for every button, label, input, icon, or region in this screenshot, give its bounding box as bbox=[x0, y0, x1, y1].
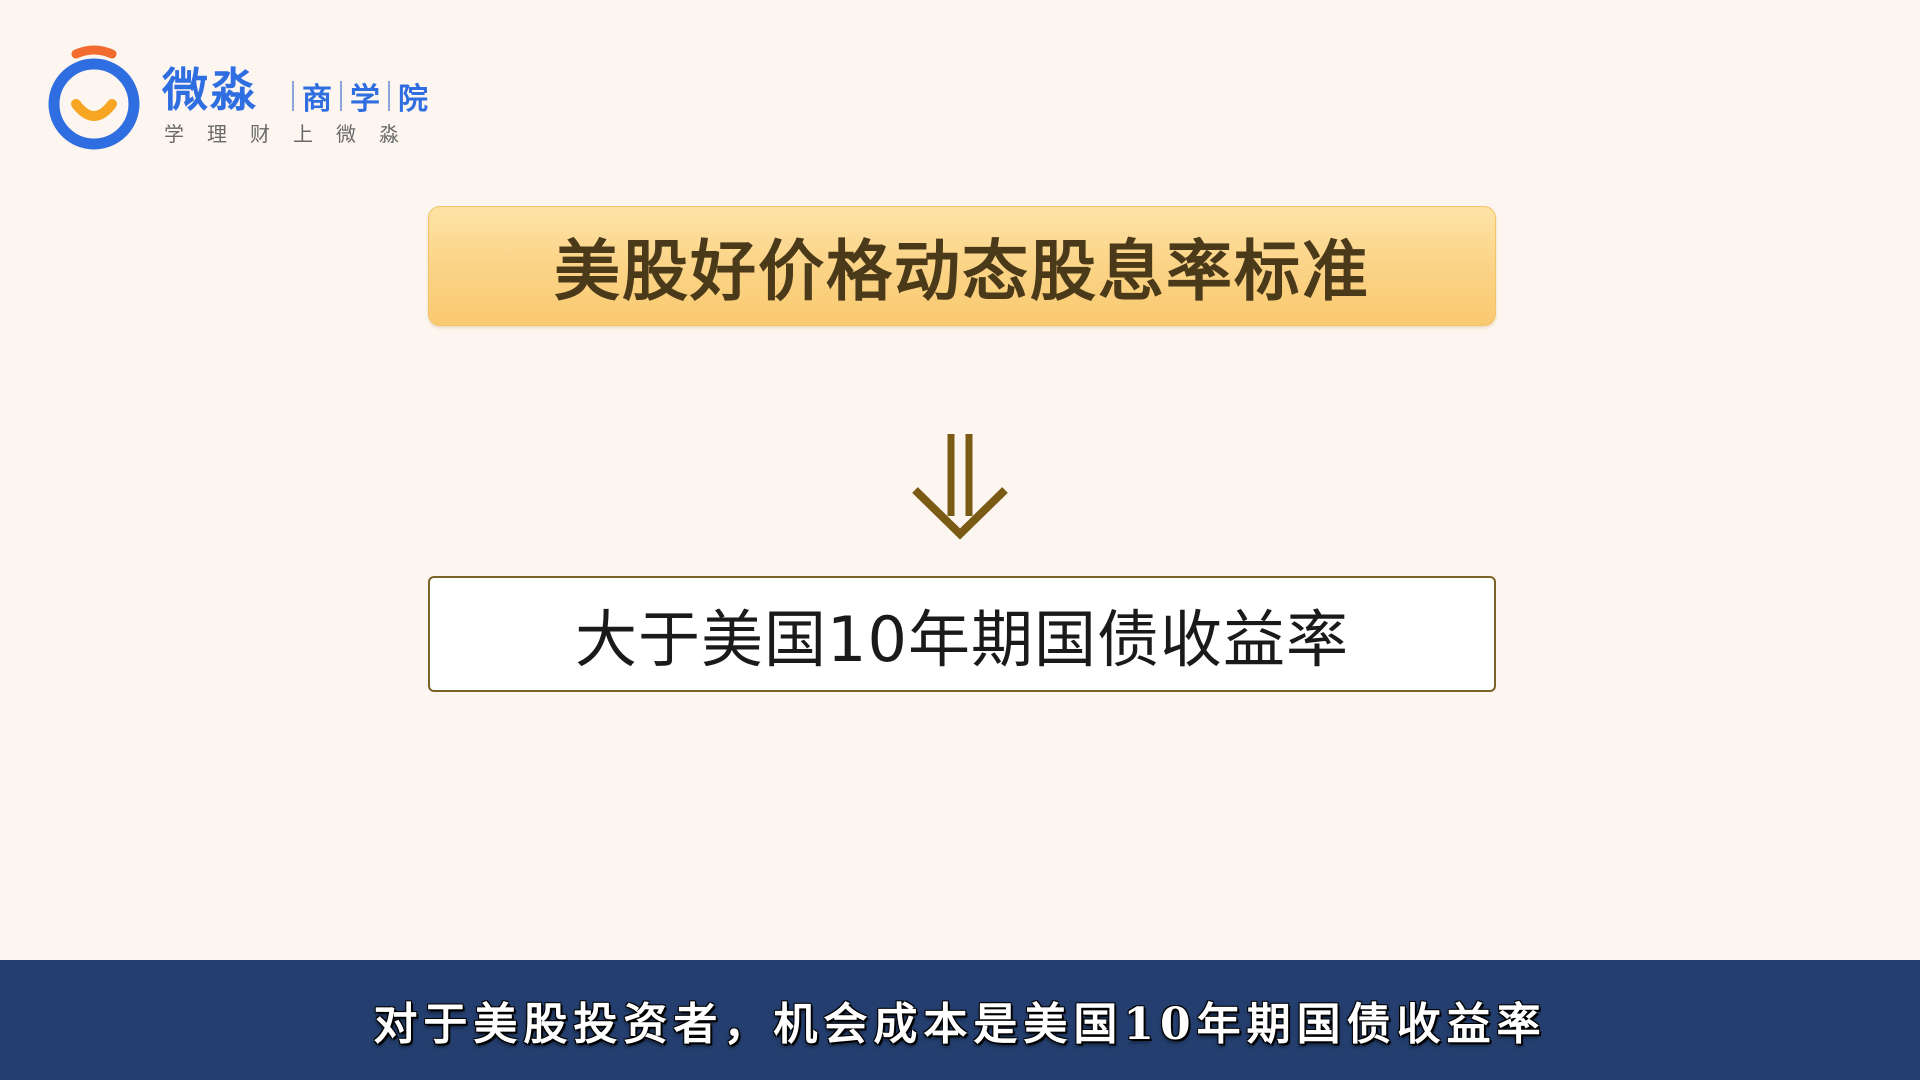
subtitle-text: 对于美股投资者，机会成本是美国10年期国债收益率 bbox=[373, 999, 1547, 1050]
brand-suffix: 商 学 院 bbox=[284, 76, 428, 117]
brand-suffix-char: 院 bbox=[398, 82, 428, 117]
brand-separator bbox=[292, 81, 294, 111]
result-box: 大于美国10年期国债收益率 bbox=[428, 576, 1496, 692]
slide-title-box: 美股好价格动态股息率标准 bbox=[428, 206, 1496, 326]
brand-logo-icon bbox=[48, 45, 140, 150]
brand-logo: 微淼 商 学 院 学理财上微淼 bbox=[46, 44, 446, 154]
brand-name: 微淼 bbox=[162, 63, 258, 117]
result-text: 大于美国10年期国债收益率 bbox=[575, 603, 1349, 676]
brand-separator bbox=[388, 81, 390, 111]
brand-suffix-char: 商 bbox=[302, 82, 332, 117]
brand-suffix-char: 学 bbox=[350, 82, 380, 117]
brand-slogan: 学理财上微淼 bbox=[164, 122, 422, 146]
subtitle-bar: 对于美股投资者，机会成本是美国10年期国债收益率 bbox=[0, 960, 1920, 1080]
slide-title: 美股好价格动态股息率标准 bbox=[554, 233, 1370, 310]
brand-separator bbox=[340, 81, 342, 111]
double-down-arrow-icon bbox=[912, 434, 1008, 540]
